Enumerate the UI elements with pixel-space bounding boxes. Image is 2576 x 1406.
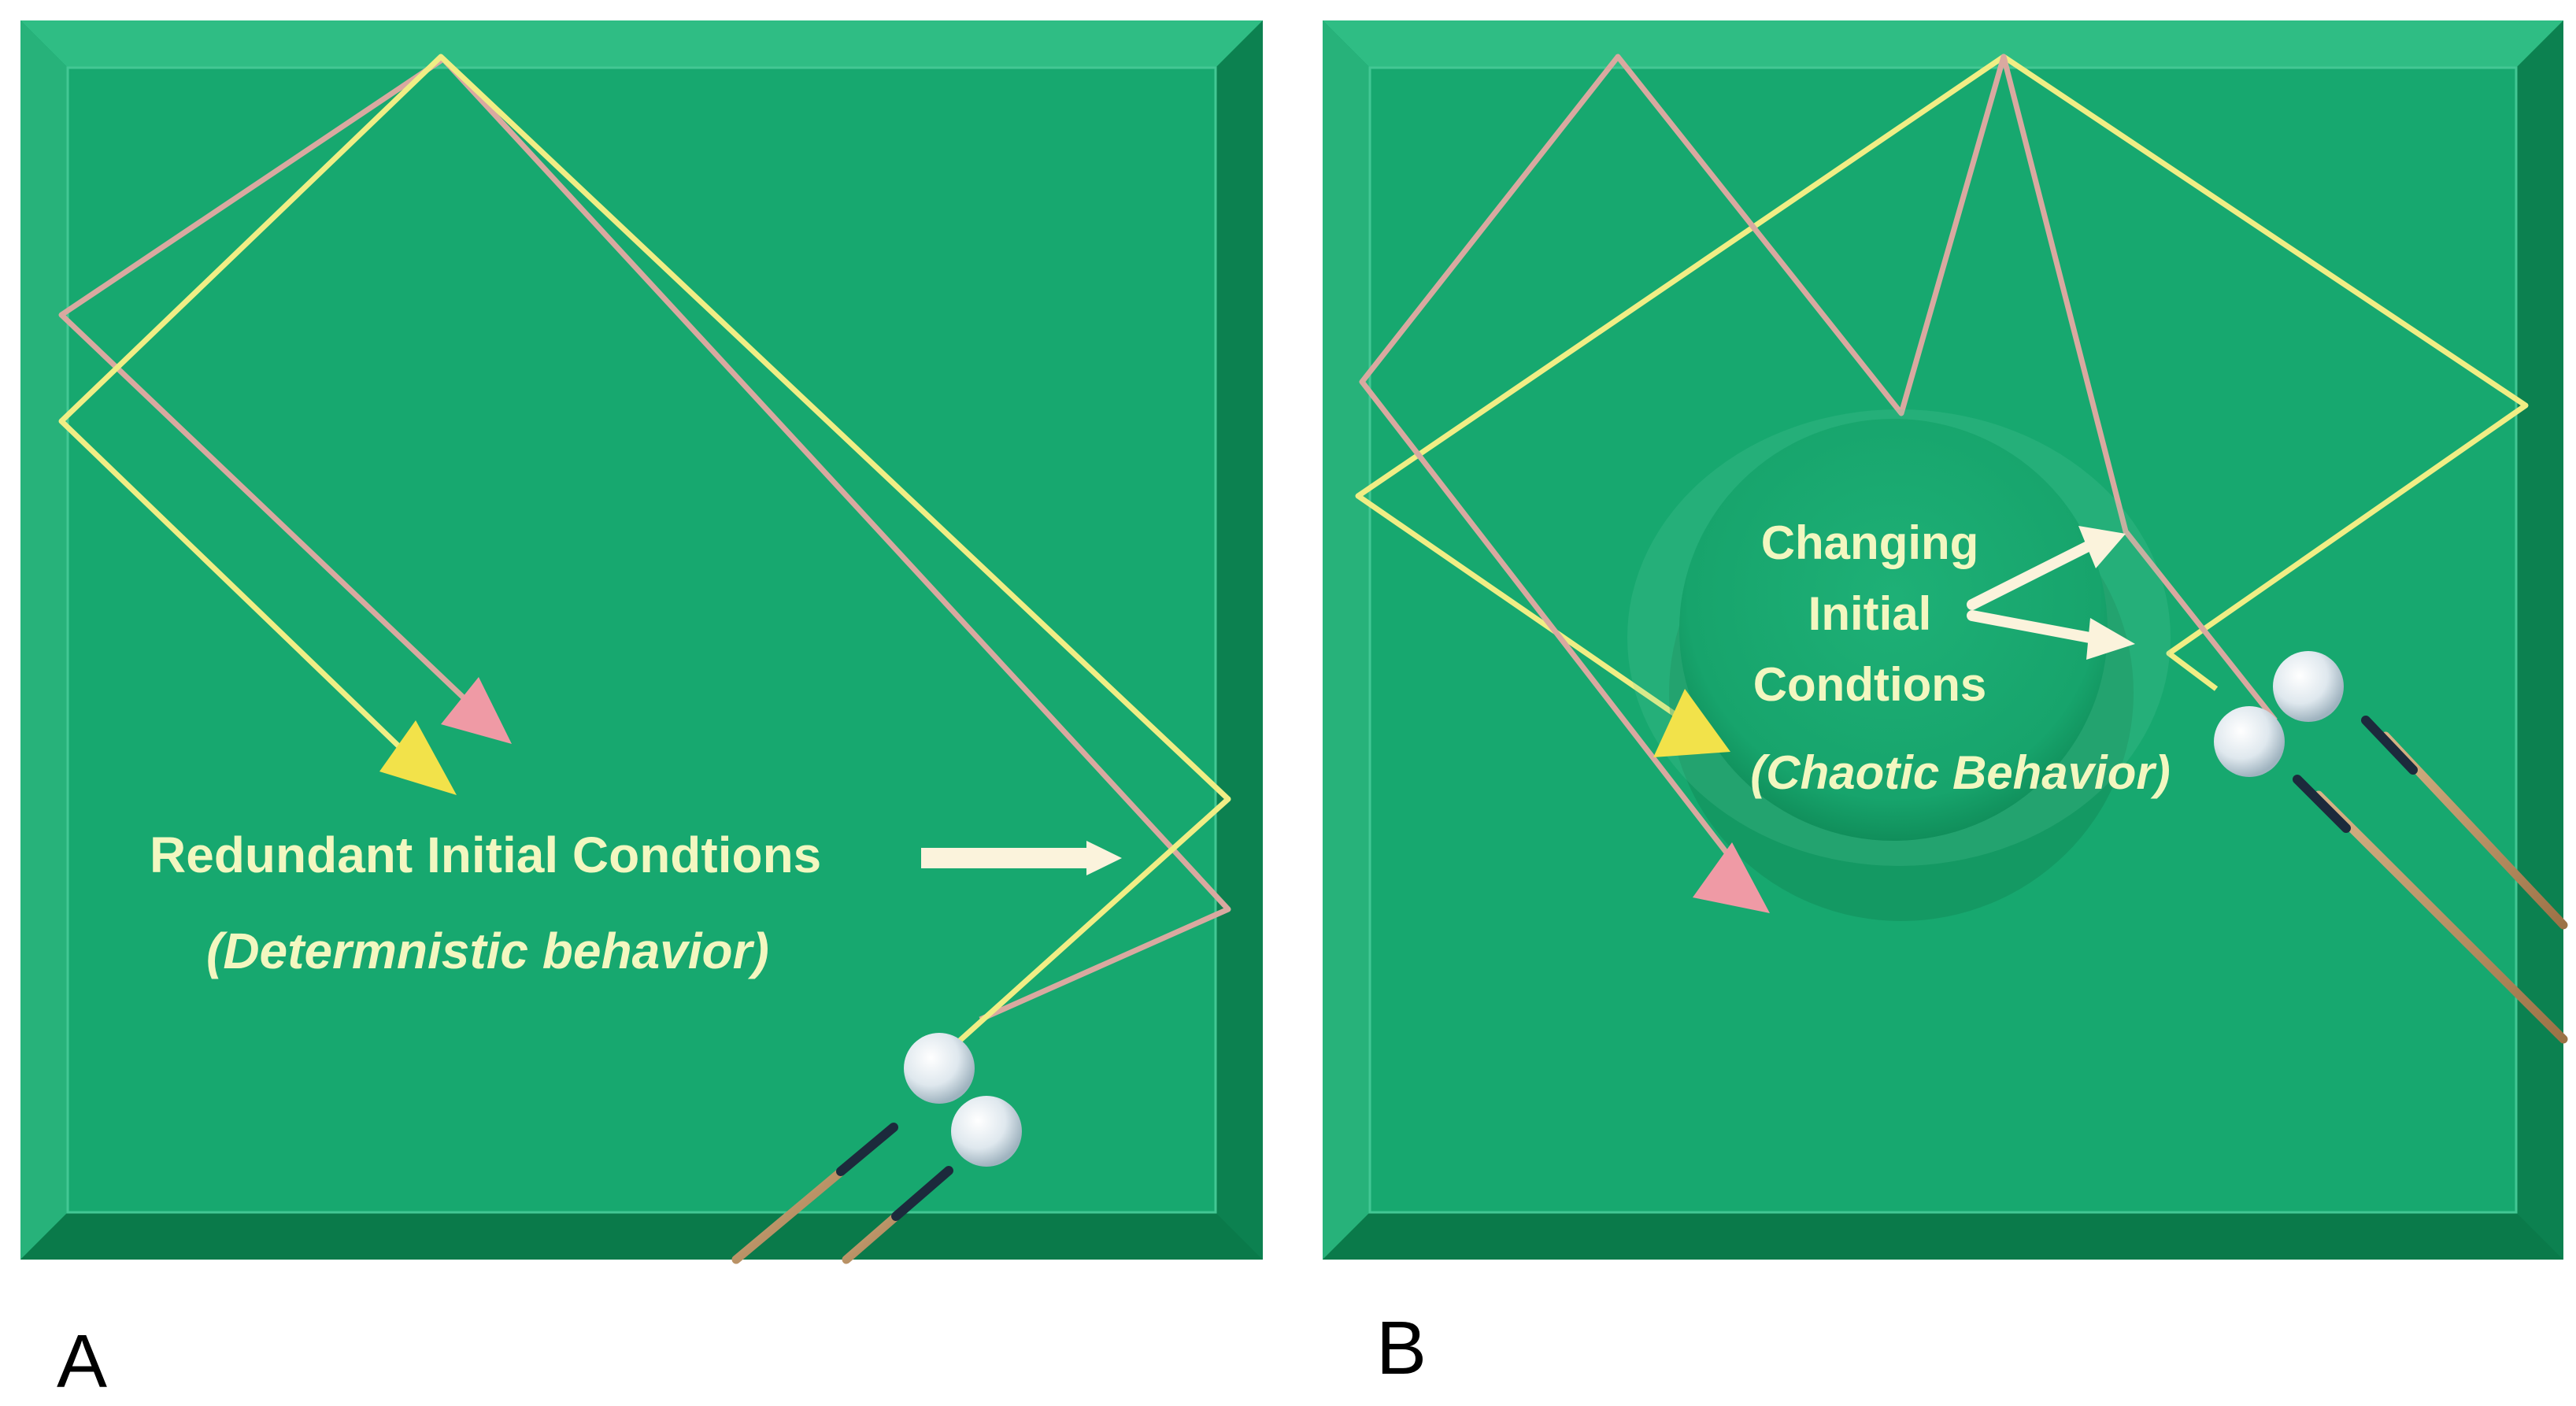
scatterer-top	[1679, 419, 2108, 841]
callout-arrow-b-lower	[1967, 610, 2104, 645]
arrowhead-icon	[379, 720, 457, 795]
arrowhead-icon	[2086, 618, 2135, 660]
billiard-ball-icon	[2214, 706, 2285, 777]
billiard-ball-icon	[2273, 651, 2344, 722]
table-b-rail-bottom	[1323, 1212, 2563, 1260]
cue-stick-icon	[2314, 790, 2568, 1044]
panel-letter-a: A	[57, 1319, 107, 1404]
billiard-ball-icon	[951, 1096, 1022, 1167]
label-a-line1: Redundant Initial Condtions	[150, 827, 821, 883]
table-a-felt-edge	[66, 66, 1217, 1214]
table-a	[20, 20, 1263, 1260]
callout-arrow-b-upper	[1967, 538, 2100, 610]
cue-stick-icon	[2361, 716, 2418, 775]
arrowhead-icon	[441, 677, 512, 744]
table-b-rail-right	[2516, 20, 2563, 1260]
panel-a: Redundant Initial Condtions (Determnisti…	[20, 20, 1263, 1404]
arrowhead-icon	[1653, 689, 1730, 757]
label-b-line2: Initial	[1808, 587, 1932, 640]
label-a-line2: (Determnistic behavior)	[206, 923, 769, 979]
cue-stick-icon	[2293, 775, 2351, 833]
panel-letter-b: B	[1376, 1306, 1427, 1390]
table-a-rail-top	[20, 20, 1263, 68]
table-a-rail-left	[20, 20, 68, 1260]
path-b-pink	[1359, 54, 2278, 872]
cue-stick-icon	[836, 1123, 898, 1176]
label-b-line1: Changing	[1761, 516, 1979, 569]
arrowhead-icon	[2078, 526, 2126, 568]
table-b-rail-left	[1323, 20, 1370, 1260]
label-b-line4: (Chaotic Behavior)	[1750, 746, 2170, 799]
table-a-rail-bottom	[20, 1212, 1263, 1260]
panel-b: Changing Initial Condtions (Chaotic Beha…	[1323, 20, 2568, 1390]
table-b-felt-edge	[1368, 66, 2518, 1214]
table-a-felt	[68, 68, 1216, 1212]
cue-sticks-a	[731, 1123, 953, 1264]
path-b-yellow	[1355, 54, 2529, 742]
table-b-rail-top	[1323, 20, 2563, 68]
billiard-ball-icon	[904, 1033, 975, 1104]
arrowhead-icon	[1693, 842, 1770, 913]
cue-sticks-b	[2293, 716, 2568, 1044]
label-b-line3: Condtions	[1753, 658, 1987, 711]
arrowhead-icon	[1086, 841, 1122, 875]
path-a-yellow	[58, 54, 1231, 1085]
cue-stick-icon	[891, 1166, 953, 1221]
table-a-rail-right	[1216, 20, 1263, 1260]
